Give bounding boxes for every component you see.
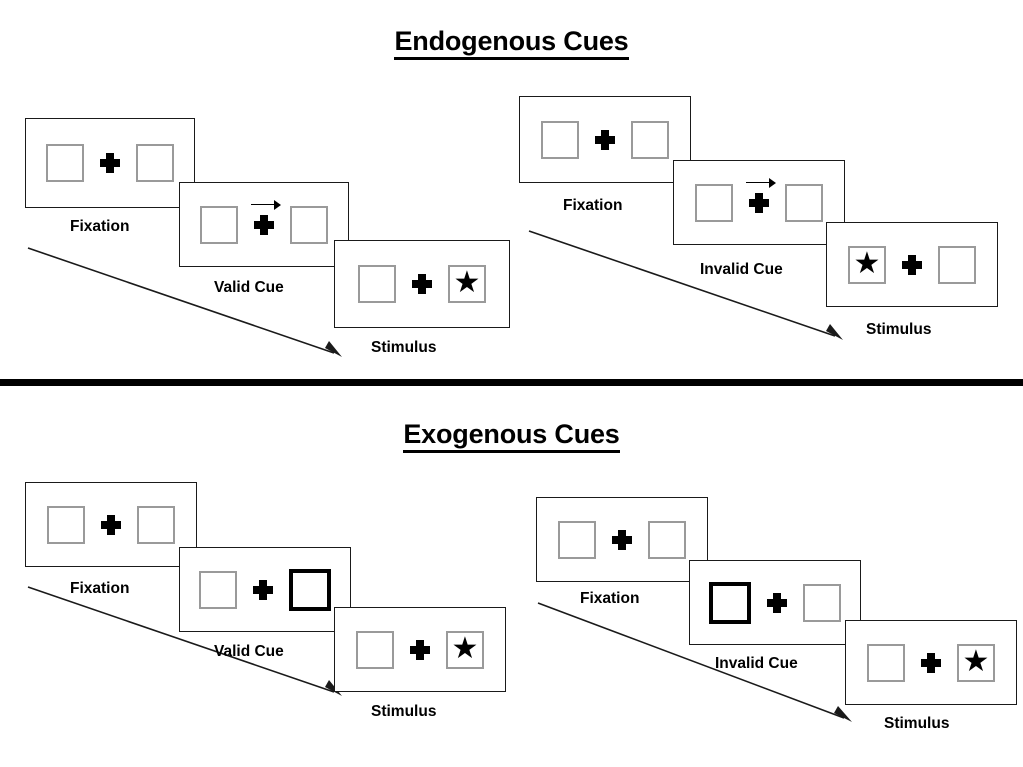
section-title-exogenous: Exogenous Cues <box>0 419 1023 453</box>
frame-caption: Stimulus <box>371 703 437 720</box>
target-box-left: ★ <box>695 183 733 222</box>
trial-frame-invalid-cue: ★ ★ <box>689 560 861 645</box>
cue-slot <box>595 129 615 150</box>
frame-caption: Stimulus <box>371 339 437 356</box>
fixation-cross-icon <box>921 652 941 673</box>
star-icon: ★ <box>853 246 881 280</box>
cue-slot <box>902 254 922 275</box>
target-box-right: ★ <box>803 583 841 622</box>
star-icon: ★ <box>962 644 990 678</box>
frame-caption: Valid Cue <box>214 643 284 660</box>
target-box-left: ★ <box>541 120 579 159</box>
star-icon: ★ <box>451 631 479 665</box>
fixation-cross-icon <box>612 529 632 550</box>
cue-slot <box>746 177 776 213</box>
target-box-left: ★ <box>200 205 238 244</box>
target-box-right: ★ <box>136 144 174 182</box>
frame-caption: Fixation <box>70 218 130 235</box>
fixation-cross-icon <box>595 129 615 150</box>
section-exogenous: Exogenous Cues ★ ★ Fixation ★ ★ Valid Cu… <box>0 392 1023 767</box>
frame-caption: Fixation <box>70 580 130 597</box>
target-box-left: ★ <box>358 265 396 303</box>
fixation-cross-icon <box>254 214 274 235</box>
target-box-left-cued: ★ <box>709 581 751 624</box>
cue-slot <box>101 514 121 535</box>
trial-frame-stimulus: ★ ★ <box>826 222 998 307</box>
target-box-left: ★ <box>47 505 85 544</box>
target-box-right: ★ <box>446 630 484 669</box>
trial-frame-fixation: ★ ★ <box>536 497 708 582</box>
trial-frame-valid-cue: ★ ★ <box>179 547 351 632</box>
trial-frame-stimulus: ★ ★ <box>334 240 510 328</box>
arrow-right-icon <box>746 177 776 188</box>
cue-slot <box>251 199 281 235</box>
target-box-left: ★ <box>558 520 596 559</box>
trial-frame-stimulus: ★ ★ <box>845 620 1017 705</box>
target-box-right: ★ <box>448 265 486 303</box>
fixation-cross-icon <box>100 153 120 173</box>
target-box-left: ★ <box>46 144 84 182</box>
cue-slot <box>253 579 273 600</box>
cue-slot <box>921 652 941 673</box>
target-box-right: ★ <box>631 120 669 159</box>
fixation-cross-icon <box>902 254 922 275</box>
trial-frame-stimulus: ★ ★ <box>334 607 506 692</box>
section-endogenous: Endogenous Cues ★ ★ Fixation ★ ★ <box>0 0 1023 380</box>
fixation-cross-icon <box>749 192 769 213</box>
section-title-exogenous-text: Exogenous Cues <box>403 419 620 453</box>
target-box-right: ★ <box>137 505 175 544</box>
trial-frame-fixation: ★ ★ <box>519 96 691 183</box>
target-box-left: ★ <box>867 643 905 682</box>
arrow-right-icon <box>251 199 281 210</box>
fixation-cross-icon <box>767 592 787 613</box>
frame-caption: Invalid Cue <box>700 261 783 278</box>
frame-caption: Stimulus <box>866 321 932 338</box>
cue-slot <box>410 639 430 660</box>
target-box-right: ★ <box>785 183 823 222</box>
trial-frame-invalid-cue: ★ ★ <box>673 160 845 245</box>
section-title-endogenous: Endogenous Cues <box>0 26 1023 60</box>
frame-caption: Invalid Cue <box>715 655 798 672</box>
target-box-right-cued: ★ <box>289 568 331 611</box>
cue-slot <box>767 592 787 613</box>
target-box-left: ★ <box>199 570 237 609</box>
target-box-right: ★ <box>648 520 686 559</box>
target-box-right: ★ <box>290 205 328 244</box>
trial-frame-valid-cue: ★ ★ <box>179 182 349 267</box>
cue-slot <box>612 529 632 550</box>
frame-caption: Fixation <box>563 197 623 214</box>
target-box-right: ★ <box>938 245 976 284</box>
fixation-cross-icon <box>253 579 273 600</box>
fixation-cross-icon <box>101 514 121 535</box>
fixation-cross-icon <box>410 639 430 660</box>
target-box-left: ★ <box>848 245 886 284</box>
section-title-endogenous-text: Endogenous Cues <box>394 26 629 60</box>
star-icon: ★ <box>453 266 481 299</box>
fixation-cross-icon <box>412 274 432 294</box>
cue-slot <box>412 274 432 294</box>
section-divider <box>0 379 1023 386</box>
flow-arrow-endogenous-invalid <box>527 228 847 343</box>
frame-caption: Fixation <box>580 590 640 607</box>
target-box-right: ★ <box>957 643 995 682</box>
frame-caption: Valid Cue <box>214 279 284 296</box>
frame-caption: Stimulus <box>884 715 950 732</box>
trial-frame-fixation: ★ ★ <box>25 118 195 208</box>
target-box-left: ★ <box>356 630 394 669</box>
cue-slot <box>100 153 120 173</box>
trial-frame-fixation: ★ ★ <box>25 482 197 567</box>
